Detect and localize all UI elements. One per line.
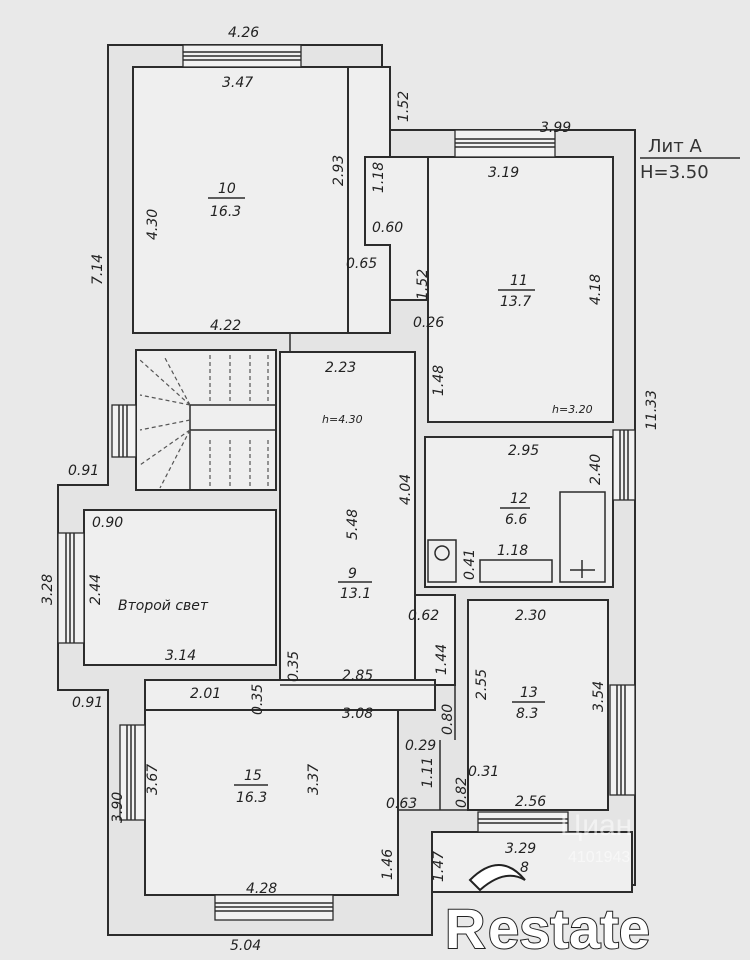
dim-label: 1.52	[396, 91, 412, 122]
room-11-height: h=3.20	[552, 403, 593, 416]
dim-label: 2.23	[325, 360, 356, 376]
dim-label: 0.80	[440, 704, 456, 735]
dim-label: 0.35	[250, 684, 266, 715]
window-bottom-room15	[214, 894, 334, 921]
dim-label: 0.91	[68, 463, 99, 479]
room-9-number: 9	[348, 566, 357, 582]
dim-label: 3.67	[145, 764, 161, 795]
room-10-area: 16.3	[210, 204, 241, 220]
window-right-room13	[609, 684, 636, 796]
room-12-area: 6.6	[505, 512, 527, 528]
dim-label: 1.46	[380, 849, 396, 880]
logo-swoosh-icon	[468, 864, 526, 892]
dim-label: 1.47	[431, 851, 447, 882]
dim-label: 5.48	[345, 509, 361, 540]
dim-label: 4.28	[246, 881, 277, 897]
dim-label: 3.29	[505, 841, 536, 857]
restate-logo: R estate	[444, 864, 651, 960]
room-13-number: 13	[520, 685, 538, 701]
room-9-area: 13.1	[340, 586, 371, 602]
window-left-room15	[119, 724, 146, 821]
dim-label: 11.33	[644, 390, 660, 430]
dim-label: 2.40	[588, 454, 604, 485]
room-10-number: 10	[218, 181, 236, 197]
dim-label: 3.28	[40, 574, 56, 605]
dim-label: 1.44	[434, 644, 450, 675]
dim-label: 3.54	[591, 681, 607, 712]
staircase	[139, 355, 275, 490]
logo-text: estate	[488, 897, 650, 960]
room-9	[279, 351, 416, 686]
dim-label: 3.14	[165, 648, 196, 664]
dim-label: 2.01	[190, 686, 221, 702]
dim-label: 0.82	[454, 777, 470, 808]
dim-label: 3.90	[110, 792, 126, 823]
dim-label: 1.18	[371, 162, 387, 193]
dim-label: 1.48	[431, 365, 447, 396]
window-top-room10	[182, 44, 302, 68]
dim-label: 0.90	[92, 515, 123, 531]
watermark-brand: Циан	[560, 809, 632, 842]
dim-label: 0.41	[462, 549, 478, 580]
dim-label: 3.19	[488, 165, 519, 181]
room-second-light	[83, 509, 277, 666]
dim-label: 3.37	[306, 764, 322, 795]
dim-label: 2.30	[515, 608, 546, 624]
dim-label: 4.26	[228, 25, 259, 41]
dim-label: 2.93	[331, 155, 347, 186]
room-8-number: 8	[520, 860, 529, 876]
dim-label: 1.11	[420, 757, 436, 788]
second-light-label: Второй свет	[118, 598, 209, 614]
dim-label: 2.55	[474, 669, 490, 700]
room-9-height: h=4.30	[322, 413, 363, 426]
room-11-number: 11	[510, 273, 528, 289]
room-11-ext	[364, 156, 429, 301]
dim-label: 2.85	[342, 668, 373, 684]
dim-label: 0.35	[286, 651, 302, 682]
bathtub	[559, 491, 606, 583]
dim-label: 0.91	[72, 695, 103, 711]
dim-label: 2.56	[515, 794, 546, 810]
dim-label: 3.99	[540, 120, 571, 136]
room-11-area: 13.7	[500, 294, 531, 310]
dim-label: 1.52	[415, 269, 431, 300]
dim-label: 0.60	[372, 220, 403, 236]
header-lit: Лит А	[648, 136, 702, 157]
dim-label: 3.47	[222, 75, 253, 91]
dim-label: 4.04	[398, 474, 414, 505]
toilet	[427, 539, 457, 583]
dim-label: 0.29	[405, 738, 436, 754]
dim-label: 1.18	[497, 543, 528, 559]
window-top-room11	[454, 129, 556, 158]
room-15-area: 16.3	[236, 790, 267, 806]
window-left-second-light	[57, 532, 85, 644]
window-right-room12	[612, 429, 636, 501]
dim-label: 4.18	[588, 274, 604, 305]
dim-label: 4.30	[145, 209, 161, 240]
window-room8	[477, 811, 569, 833]
dim-label: 2.95	[508, 443, 539, 459]
dim-label: 7.14	[90, 254, 106, 285]
dim-label: 0.31	[468, 764, 499, 780]
room-13-area: 8.3	[516, 706, 538, 722]
dim-label: 3.08	[342, 706, 373, 722]
dim-label: 0.62	[408, 608, 439, 624]
dim-label: 0.26	[413, 315, 444, 331]
header-height: Н=3.50	[640, 162, 709, 183]
dim-label: 5.04	[230, 938, 261, 954]
window-left-stair	[111, 404, 137, 458]
room-15-number: 15	[244, 768, 262, 784]
room-8	[431, 831, 633, 893]
dim-label: 0.65	[346, 256, 377, 272]
dim-label: 2.44	[88, 574, 104, 605]
watermark-id: 4101943	[568, 849, 630, 866]
dimension-labels: 4.26 3.47 1.52 3.99 3.19 2.93 1.18 4.30 …	[40, 25, 660, 954]
logo-initial: R	[445, 897, 485, 960]
dim-label: 4.22	[210, 318, 241, 334]
stair-area	[135, 349, 277, 491]
dim-label: 0.63	[386, 796, 417, 812]
sink	[479, 559, 553, 583]
room-12-number: 12	[510, 491, 528, 507]
